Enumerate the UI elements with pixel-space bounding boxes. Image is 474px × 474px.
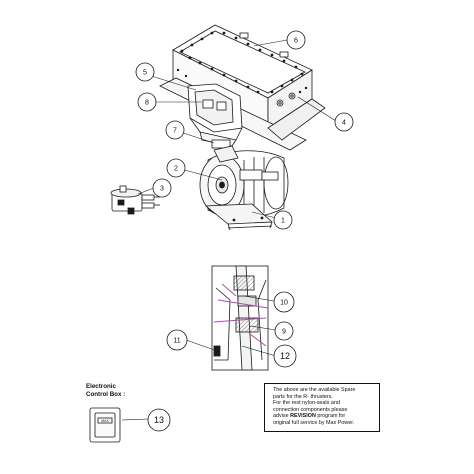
callout-8-label: 8 [145, 100, 149, 107]
callout-1-label: 1 [281, 218, 285, 225]
callout-11: 11 [166, 329, 188, 351]
callout-4: 4 [334, 112, 354, 132]
callout-3-label: 3 [160, 186, 164, 193]
callout-5: 5 [135, 62, 155, 82]
callout-10-label: 10 [280, 300, 288, 307]
solenoid-relay [110, 185, 160, 215]
callout-9: 9 [274, 321, 294, 341]
note-line-5: advise REVISION program for [273, 413, 375, 420]
callout-12-label: 12 [280, 351, 290, 361]
spare-parts-note: The above are the available Spare parts … [264, 383, 380, 432]
note-line-5-post: program for [315, 413, 346, 420]
callout-6-label: 6 [294, 38, 298, 45]
callout-11-label: 11 [173, 338, 180, 345]
callout-2-label: 2 [174, 166, 178, 173]
callout-13: 13 [147, 408, 171, 432]
note-line-3: For the rest nylon-seals and [273, 400, 340, 407]
note-line-4: connection components please [273, 406, 348, 413]
ecb-label-line2: Control Box : [86, 391, 126, 398]
callout-2: 2 [166, 158, 186, 178]
control-box-badge: MAX [101, 419, 109, 423]
note-revision-keyword: REVISION [290, 413, 316, 420]
callout-9-label: 9 [282, 329, 286, 336]
thruster-motor-tunnel [199, 145, 289, 231]
callout-6: 6 [286, 30, 306, 50]
callout-8: 8 [137, 92, 157, 112]
callout-12: 12 [273, 344, 297, 368]
callout-5-label: 5 [143, 70, 147, 77]
callout-3: 3 [152, 178, 172, 198]
callout-1: 1 [273, 210, 293, 230]
callouts: 6 4 5 8 7 2 3 1 10 9 11 12 13 [135, 30, 354, 432]
note-line-2: parts for the R- thrusters. [273, 393, 333, 400]
motor-relay-block [187, 83, 243, 149]
note-line-1: The above are the available Spare [273, 387, 356, 393]
electronic-control-box-label: Electronic Control Box : [86, 383, 125, 399]
callout-13-label: 13 [154, 415, 164, 425]
note-line-6: original full service by Max Power. [273, 419, 355, 426]
callout-7: 7 [165, 120, 185, 140]
callout-10: 10 [273, 291, 295, 313]
electronic-control-box: MAX [89, 407, 121, 443]
callout-7-label: 7 [173, 128, 177, 135]
note-line-5-pre: advise [273, 413, 291, 420]
drive-leg-cutaway [211, 265, 269, 371]
ecb-label-line1: Electronic [86, 383, 116, 390]
callout-4-label: 4 [342, 120, 346, 127]
